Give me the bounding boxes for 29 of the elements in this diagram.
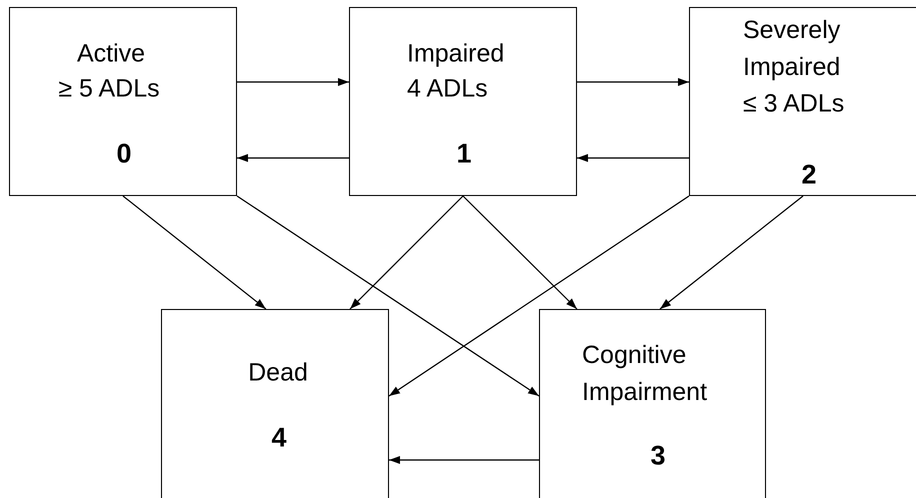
arrow <box>462 196 578 310</box>
state-name: Severely Impaired <box>743 15 842 83</box>
state-name: Active <box>76 38 146 70</box>
state-name: Impaired <box>407 38 504 70</box>
arrow <box>236 196 540 396</box>
arrow <box>237 78 349 86</box>
state-number: 3 <box>650 440 666 472</box>
state-box <box>349 7 577 196</box>
arrow <box>122 196 266 310</box>
arrow <box>577 78 689 86</box>
state-box <box>9 7 237 196</box>
criterion-text: ≤ 3 ADLs <box>743 88 844 120</box>
arrow <box>389 456 539 464</box>
arrow <box>350 196 464 310</box>
arrow <box>388 196 690 396</box>
state-number: 2 <box>801 158 817 192</box>
state-box <box>539 309 766 498</box>
state-name: Cognitive Impairment <box>582 340 708 408</box>
state-number: 4 <box>271 422 287 454</box>
state-number: 0 <box>116 138 132 170</box>
state-name: Dead <box>248 358 308 388</box>
criterion-text: ≥ 5 ADLs <box>58 74 160 104</box>
state-box <box>161 309 389 498</box>
state-number: 1 <box>456 138 472 170</box>
state-box <box>689 7 916 196</box>
arrow <box>660 196 804 310</box>
arrow <box>577 154 689 162</box>
criterion-text: 4 ADLs <box>407 74 488 104</box>
arrow <box>237 154 349 162</box>
